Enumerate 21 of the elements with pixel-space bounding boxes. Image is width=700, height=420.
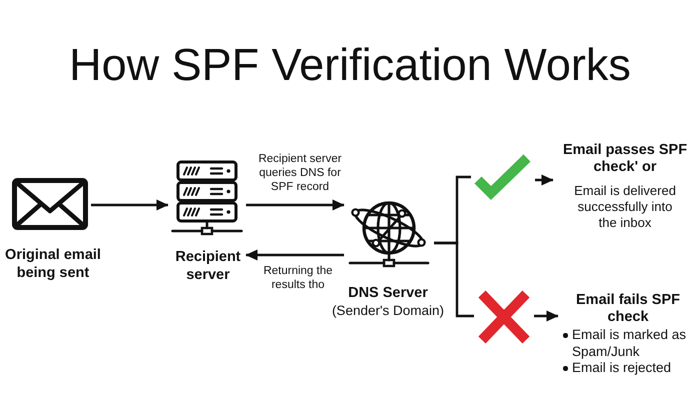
envelope-icon [12, 178, 88, 230]
heading-text: Email passes SPF check' or [562, 142, 688, 176]
cross-icon [477, 289, 531, 345]
arrow [534, 310, 558, 322]
icon-caption: DNS Server [347, 284, 429, 302]
arrow [246, 250, 344, 260]
edge-label: Recipient server queries DNS for SPF record [257, 152, 343, 194]
arrow [535, 174, 554, 186]
diagram-title: How SPF Verification Works [68, 38, 632, 92]
heading-text: Email fails SPF check [575, 292, 681, 326]
body-text: Email is delivered successfully into the inbox [573, 183, 677, 231]
bullet-item: Email is marked as Spam/Junk [561, 327, 695, 360]
arrow [246, 200, 344, 210]
icon-caption: (Sender's Domain) [330, 302, 446, 319]
edge-label: Returning the results tho [262, 264, 334, 292]
arrow [91, 200, 168, 210]
icon-caption: Recipient server [174, 248, 242, 284]
bullet-item: Email is rejected [561, 360, 695, 376]
icon-caption: Original email being sent [4, 246, 102, 282]
connector-line [434, 242, 474, 318]
server-icon [171, 160, 243, 237]
